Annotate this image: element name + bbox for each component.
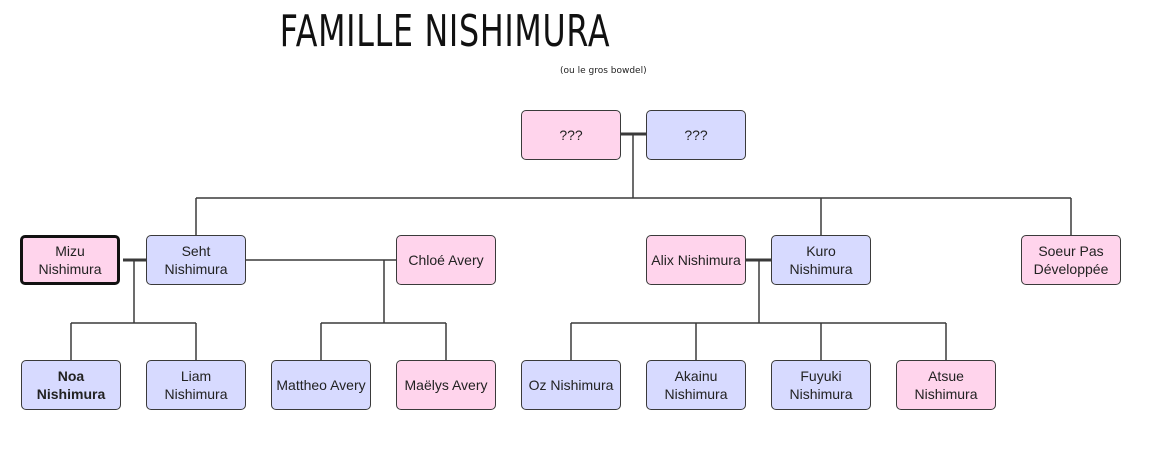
person-mizu: Mizu Nishimura	[20, 235, 120, 285]
person-chloe: Chloé Avery	[396, 235, 496, 285]
person-alix: Alix Nishimura	[646, 235, 746, 285]
person-liam: Liam Nishimura	[146, 360, 246, 410]
diagram-subtitle: (ou le gros bowdel)	[560, 66, 647, 76]
person-soeur: Soeur Pas Développée	[1021, 235, 1121, 285]
person-fuyuki: Fuyuki Nishimura	[771, 360, 871, 410]
person-kuro: Kuro Nishimura	[771, 235, 871, 285]
person-oz: Oz Nishimura	[521, 360, 621, 410]
person-mattheo: Mattheo Avery	[271, 360, 371, 410]
person-atsue: Atsue Nishimura	[896, 360, 996, 410]
person-noa: Noa Nishimura	[21, 360, 121, 410]
person-unknown-male: ???	[646, 110, 746, 160]
diagram-title: FAMILLE NISHIMURA	[279, 6, 611, 57]
person-unknown-female: ???	[521, 110, 621, 160]
person-akainu: Akainu Nishimura	[646, 360, 746, 410]
person-seht: Seht Nishimura	[146, 235, 246, 285]
person-maelys: Maëlys Avery	[396, 360, 496, 410]
